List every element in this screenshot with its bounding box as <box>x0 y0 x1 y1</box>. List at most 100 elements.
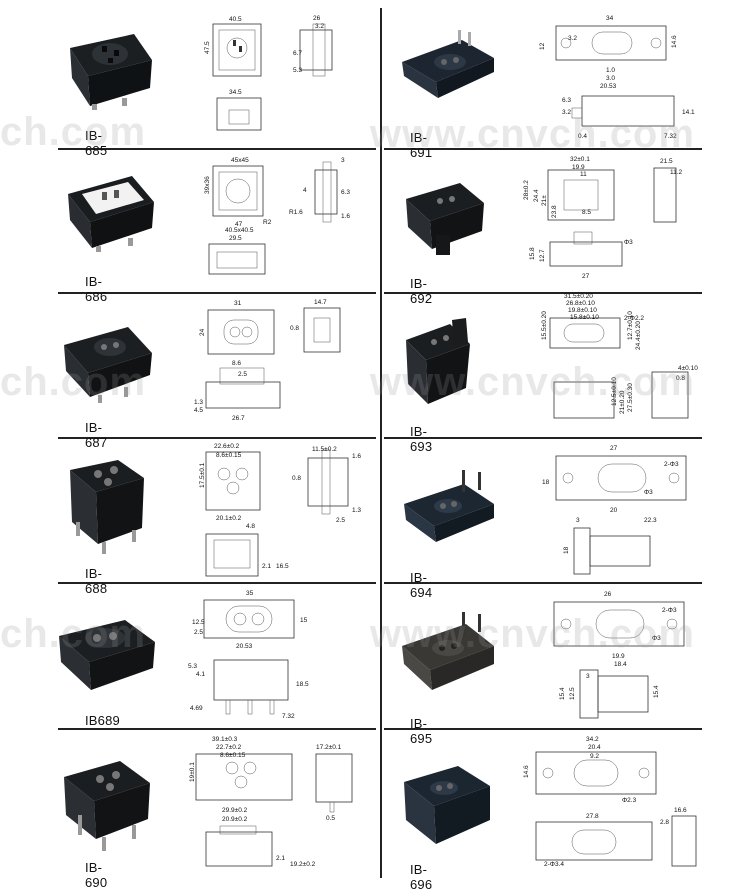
socket-photo <box>64 327 152 403</box>
dim-label: 47.5 <box>204 41 211 54</box>
dim-label: Φ3 <box>624 239 633 246</box>
dim-label: 1.6 <box>352 453 361 460</box>
dim-label: 14.6 <box>523 765 530 778</box>
dim-label: 15.8 <box>529 247 536 260</box>
row-divider <box>384 728 702 730</box>
dim-label: 2.1 <box>262 563 271 570</box>
dim-label: 7.32 <box>282 713 295 720</box>
socket-photo <box>404 766 490 844</box>
dim-label: 2-Φ3.4 <box>544 861 564 868</box>
dim-label: 11.5±0.2 <box>312 446 337 453</box>
dim-label: Φ2.3 <box>622 797 637 804</box>
row-divider <box>58 148 376 150</box>
socket-photo <box>68 176 154 252</box>
dim-label: 34.5 <box>229 89 242 96</box>
dim-label: 34 <box>606 15 614 22</box>
dim-label: 5.3 <box>188 663 197 670</box>
dim-label: 17.5±0.1 <box>199 462 206 488</box>
dim-label: 3.2 <box>315 23 324 30</box>
dim-label: 29.5 <box>229 235 242 242</box>
dim-label: 0.8 <box>292 475 301 482</box>
technical-drawing: 31.5±0.20 26.8±0.10 19.8±0.10 15.8±0.10 … <box>541 293 698 419</box>
dim-label: 2.5 <box>336 517 345 524</box>
dim-label: 8.6±0.15 <box>220 752 246 759</box>
dim-label: 26 <box>313 15 321 22</box>
technical-drawing: 22.6±0.2 8.6±0.15 17.5±0.1 20.1±0.2 4.8 … <box>199 443 361 577</box>
dim-label: 12.7±0.10 <box>627 311 634 340</box>
dim-label: 3.2 <box>568 35 577 42</box>
technical-drawing: 35 12.5 2.5 20.53 15 5.3 4.1 4.69 18.5 7… <box>188 590 309 720</box>
dim-label: 4.8 <box>246 523 255 530</box>
dim-label: 12.7 <box>539 249 546 262</box>
technical-drawing: 34.2 20.4 9.2 14.6 Φ2.3 27.8 2-Φ3.4 16.6… <box>523 736 697 868</box>
dim-label: 15.4 <box>653 685 660 698</box>
product-label: IB-687 <box>85 420 108 450</box>
dim-label: 0.5 <box>326 815 335 822</box>
dim-label: 3.0 <box>606 75 615 82</box>
product-label: IB-686 <box>85 274 108 304</box>
socket-photo <box>59 620 155 690</box>
dim-label: 40.5 <box>229 16 242 23</box>
dim-label: 17.2±0.1 <box>316 744 342 751</box>
dim-label: 27.8 <box>586 813 599 820</box>
product-label: IB-688 <box>85 566 108 596</box>
dim-label: 20.9±0.2 <box>222 816 248 823</box>
dim-label: 3.2 <box>562 109 571 116</box>
dim-label: 19.2±0.2 <box>290 861 316 868</box>
technical-drawing: 39.1±0.3 22.7±0.2 8.6±0.15 19±0.1 29.9±0… <box>189 736 353 868</box>
product-label: IB-692 <box>410 276 433 306</box>
technical-drawing: 27 2-Φ3 18 20 22.3 3 Φ3 18 <box>542 445 687 575</box>
dim-label: 24 <box>199 328 206 336</box>
dim-label: 2-Φ2.2 <box>624 315 644 322</box>
product-label: IB-696 <box>410 862 433 892</box>
dim-label: 14.7 <box>314 299 327 306</box>
socket-photo <box>402 612 494 690</box>
dim-label: 22.6±0.2 <box>214 443 240 450</box>
product-label: IB-694 <box>410 570 433 600</box>
dim-label: 8.6 <box>232 360 241 367</box>
dim-label: 0.8 <box>290 325 299 332</box>
technical-drawing: 31 24 0.8 14.7 8.6 2.5 4.5 1.3 26.7 <box>194 299 341 422</box>
dim-label: 12 <box>539 42 546 50</box>
product-label: IB-690 <box>85 860 108 890</box>
technical-drawing: 32±0.1 19.9 11 28±0.2 24.4 21± 23.8 8.5 … <box>523 156 683 280</box>
dim-label: 20.53 <box>600 83 617 90</box>
socket-photo <box>406 183 484 255</box>
dim-label: 27 <box>582 273 590 280</box>
dim-label: 5.3 <box>293 67 302 74</box>
dim-label: 19.9 <box>572 164 585 171</box>
dim-label: 3 <box>576 517 580 524</box>
dim-label: 20.4 <box>588 744 601 751</box>
technical-drawing: 45x45 39x36 47 R2 3 6.3 4 R1.6 1.6 40.5x… <box>204 157 350 275</box>
dim-label: 24.4±0.20 <box>635 321 642 350</box>
dim-label: 4.69 <box>190 705 203 712</box>
dim-label: 26.8±0.10 <box>566 300 595 307</box>
socket-photo <box>70 34 152 110</box>
dim-label: 3 <box>586 673 590 680</box>
dim-label: 23.8 <box>551 205 558 218</box>
dim-label: 2-Φ3 <box>662 607 677 614</box>
dim-label: 1.0 <box>606 67 615 74</box>
dim-label: 24.4 <box>533 189 540 202</box>
dim-label: 16.5 <box>276 563 289 570</box>
dim-label: 45x45 <box>231 157 249 164</box>
dim-label: 15 <box>300 617 308 624</box>
dim-label: 21.5 <box>660 158 673 165</box>
dim-label: 6.3 <box>341 189 350 196</box>
socket-photo <box>406 318 470 404</box>
dim-label: 34.2 <box>586 736 599 743</box>
column-divider <box>380 8 382 878</box>
dim-label: 6.3 <box>562 97 571 104</box>
dim-label: 14.6 <box>671 35 678 48</box>
dim-label: 26.7 <box>232 415 245 422</box>
dim-label: 27.5±0.30 <box>627 383 634 412</box>
dim-label: 28±0.2 <box>523 180 530 200</box>
dim-label: 2.5 <box>238 371 247 378</box>
row-divider <box>58 582 376 584</box>
row-divider <box>384 437 702 439</box>
row-divider <box>384 292 702 294</box>
dim-label: 21±0.20 <box>619 390 626 414</box>
dim-label: 19±0.1 <box>189 762 196 782</box>
dim-label: 2.1 <box>276 855 285 862</box>
